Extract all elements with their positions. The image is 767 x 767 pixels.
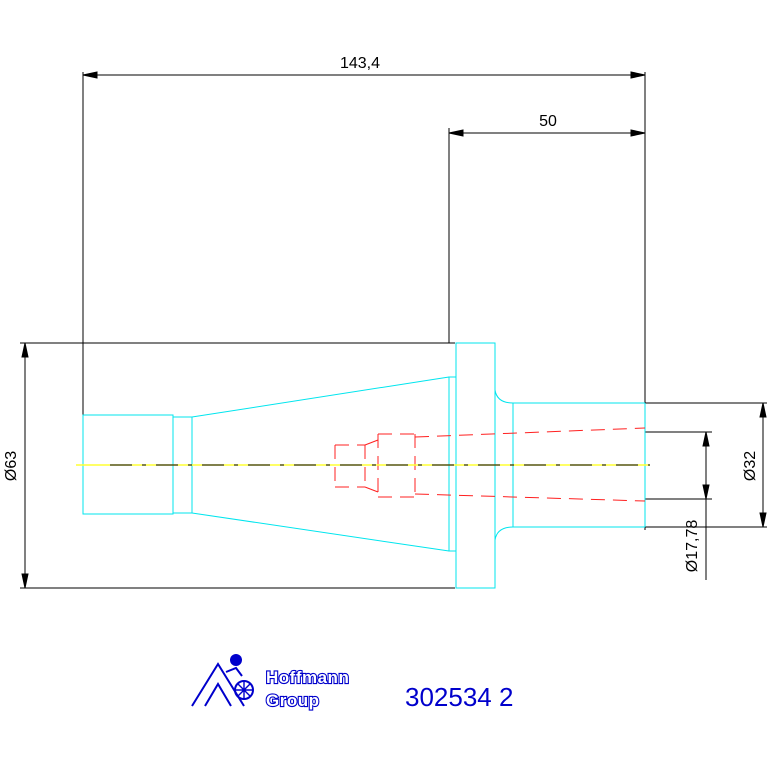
hoffmann-group-logo: Hoffmann Group (191, 654, 350, 711)
flange-diameter-label: Ø63 (3, 451, 20, 481)
logo-text-line2: Group (266, 691, 320, 710)
overall-length-label: 143,4 (340, 55, 380, 72)
hidden-lines (334, 427, 646, 502)
shank-length-label: 50 (539, 113, 557, 130)
logo-mark-icon (191, 654, 254, 707)
dimension-lines (20, 71, 767, 589)
logo-text-line1: Hoffmann (266, 668, 349, 687)
shank-diameter-label: Ø32 (742, 451, 759, 481)
part-number: 302534 2 (405, 682, 513, 712)
bore-diameter-label: Ø17,78 (684, 520, 701, 573)
